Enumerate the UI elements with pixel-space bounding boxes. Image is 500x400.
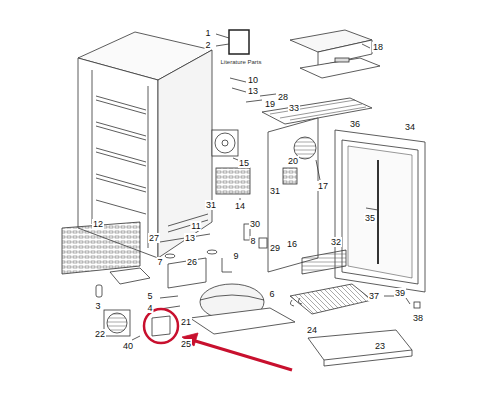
callout-number: 39 [394,288,406,298]
cabinet [78,32,212,258]
callout-number: 40 [122,341,134,351]
callout-number: 34 [404,122,416,132]
callout-number: 1 [204,28,211,38]
callout-number: 16 [286,239,298,249]
callout-number: 12 [92,219,104,229]
callout-number: 9 [232,251,239,261]
callout-number: 30 [249,219,261,229]
callout-number: 28 [277,92,289,102]
callout-number: 36 [349,119,361,129]
callout-number: 15 [238,158,250,168]
part-caption: Literature Parts [219,59,262,66]
callout-number: 35 [364,213,376,223]
callout-number: 38 [412,313,424,323]
callout-number: 25 [180,339,192,349]
callout-number: 29 [269,243,281,253]
callout-number: 13 [184,233,196,243]
callout-number: 3 [94,301,101,311]
callout-number: 7 [156,257,163,267]
callout-number: 24 [306,325,318,335]
callout-number: 33 [288,103,300,113]
callout-number: 2 [204,40,211,50]
callout-number: 5 [146,291,153,301]
callout-number: 27 [148,233,160,243]
callout-number: 23 [374,341,386,351]
highlight-circle [144,309,178,343]
callout-number: 6 [268,289,275,299]
callout-number: 4 [146,303,153,313]
callout-number: 37 [368,291,380,301]
callout-number: 32 [330,237,342,247]
callout-number: 19 [264,99,276,109]
callout-number: 31 [269,186,281,196]
callout-number: 11 [190,221,201,231]
control-panel [290,30,380,78]
callout-number: 13 [247,86,259,96]
callout-number: 14 [234,201,246,211]
callout-number: 20 [287,156,299,166]
callout-number: 17 [317,181,329,191]
callout-number: 31 [205,200,217,210]
callout-number: 18 [372,42,384,52]
literature [229,30,249,54]
callout-number: 10 [247,75,259,85]
callout-number: 22 [94,329,106,339]
callout-number: 21 [180,317,192,327]
callout-number: 26 [186,257,198,267]
pointer-arrow [192,340,292,370]
callout-number: 8 [249,236,256,246]
